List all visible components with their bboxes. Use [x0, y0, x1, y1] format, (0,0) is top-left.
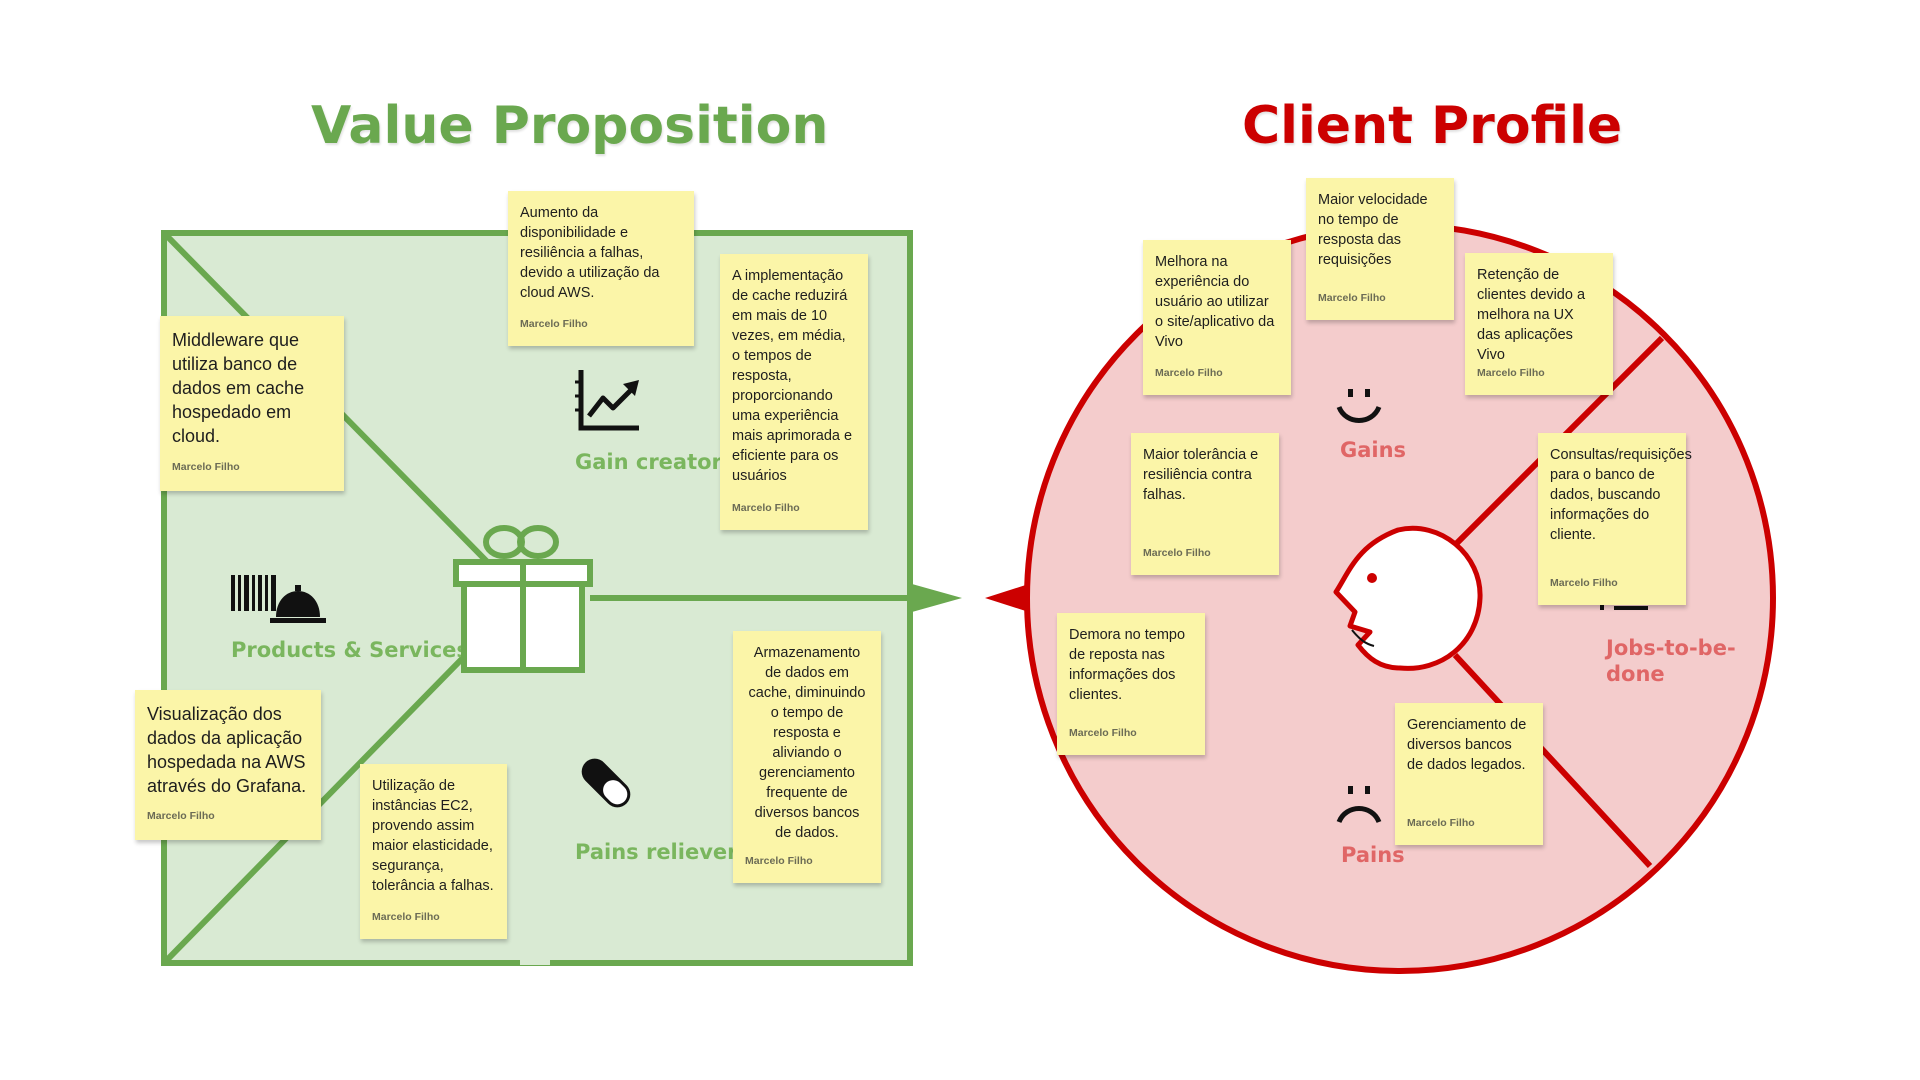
chart-icon: [575, 370, 639, 431]
sticky-note[interactable]: A implementação de cache reduzirá em mai…: [720, 254, 868, 530]
products-services-label: Products & Services: [231, 638, 469, 662]
red-arrow-head: [985, 582, 1035, 614]
note-author: Marcelo Filho: [520, 318, 588, 330]
sticky-note[interactable]: Consultas/requisições para o banco de da…: [1538, 433, 1692, 605]
service-bell-icon: [270, 585, 326, 623]
sticky-note[interactable]: Gerenciamento de diversos bancos de dado…: [1395, 703, 1543, 845]
sticky-note[interactable]: Armazenamento de dados em cache, diminui…: [733, 631, 881, 883]
note-text: Maior tolerância e resiliência contra fa…: [1143, 447, 1259, 503]
note-author: Marcelo Filho: [745, 855, 813, 867]
barcode-icon: [231, 575, 276, 611]
gift-icon: [453, 525, 593, 673]
note-text: Demora no tempo de reposta nas informaçõ…: [1069, 627, 1186, 703]
note-author: Marcelo Filho: [147, 810, 215, 822]
note-text: Aumento da disponibilidade e resiliência…: [520, 205, 660, 301]
sticky-note[interactable]: Middleware que utiliza banco de dados em…: [160, 316, 344, 491]
gain-creators-label: Gain creators: [575, 450, 735, 474]
note-text: Middleware que utiliza banco de dados em…: [172, 330, 305, 446]
gains-label: Gains: [1340, 438, 1407, 462]
profile-divider-bottom: [1452, 652, 1653, 869]
note-text: Armazenamento de dados em cache, diminui…: [748, 645, 866, 841]
sticky-note[interactable]: Maior velocidade no tempo de resposta da…: [1306, 178, 1454, 320]
face-profile-icon: [1333, 525, 1483, 671]
note-author: Marcelo Filho: [1550, 577, 1618, 589]
value-proposition-title: Value Proposition: [311, 96, 829, 156]
note-text: Maior velocidade no tempo de resposta da…: [1318, 192, 1428, 268]
sticky-note[interactable]: Demora no tempo de reposta nas informaçõ…: [1057, 613, 1205, 755]
note-author: Marcelo Filho: [1069, 727, 1137, 739]
pains-relievers-label: Pains relievers: [575, 840, 750, 864]
square-notch: [520, 955, 550, 965]
note-author: Marcelo Filho: [1155, 367, 1223, 379]
green-arrow-head: [912, 584, 962, 612]
jobs-icon: [1600, 602, 1648, 610]
note-author: Marcelo Filho: [1143, 547, 1211, 559]
note-text: Retenção de clientes devido a melhora na…: [1477, 267, 1586, 363]
pains-label: Pains: [1341, 843, 1405, 867]
sticky-note[interactable]: Utilização de instâncias EC2, provendo a…: [360, 764, 507, 939]
sticky-note[interactable]: Retenção de clientes devido a melhora na…: [1465, 253, 1613, 395]
note-text: Visualização dos dados da aplicação hosp…: [147, 704, 307, 796]
note-author: Marcelo Filho: [732, 502, 800, 514]
divider-bottom-diagonal: [161, 617, 503, 966]
note-author: Marcelo Filho: [1477, 367, 1545, 379]
note-author: Marcelo Filho: [1407, 817, 1475, 829]
jobs-to-be-done-label: Jobs-to-be-done: [1606, 636, 1736, 686]
note-text: A implementação de cache reduzirá em mai…: [732, 268, 853, 484]
sticky-note[interactable]: Maior tolerância e resiliência contra fa…: [1131, 433, 1279, 575]
client-profile-title: Client Profile: [1242, 96, 1623, 156]
smile-icon: [1336, 389, 1382, 423]
note-text: Melhora na experiência do usuário ao uti…: [1155, 254, 1275, 350]
pill-icon: [581, 758, 631, 808]
note-text: Gerenciamento de diversos bancos de dado…: [1407, 717, 1527, 773]
frown-icon: [1336, 786, 1382, 824]
sticky-note[interactable]: Aumento da disponibilidade e resiliência…: [508, 191, 694, 346]
sticky-note[interactable]: Melhora na experiência do usuário ao uti…: [1143, 240, 1291, 395]
sticky-note[interactable]: Visualização dos dados da aplicação hosp…: [135, 690, 321, 840]
note-author: Marcelo Filho: [1318, 292, 1386, 304]
note-author: Marcelo Filho: [172, 461, 240, 473]
note-text: Consultas/requisições para o banco de da…: [1550, 447, 1692, 543]
note-text: Utilização de instâncias EC2, provendo a…: [372, 778, 494, 894]
note-author: Marcelo Filho: [372, 911, 440, 923]
